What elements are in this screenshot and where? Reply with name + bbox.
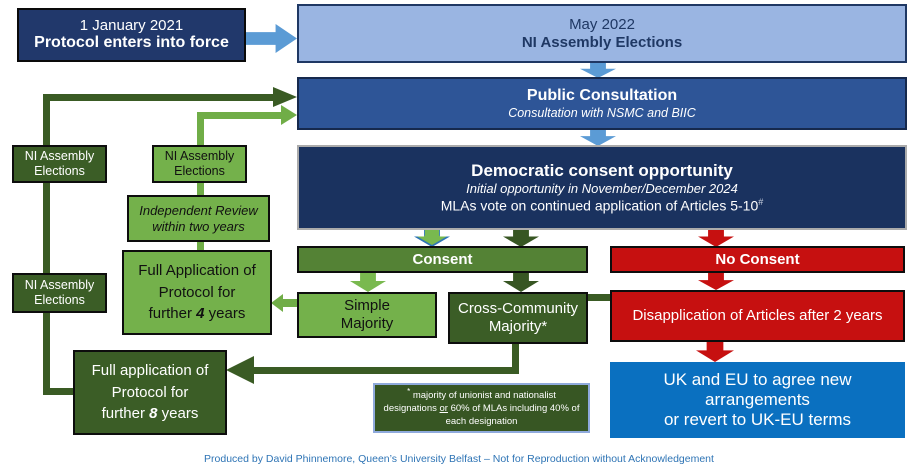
- uk-eu-line1: UK and EU to agree new arrangements: [663, 369, 852, 409]
- ni-assembly-elections-box-light: NI Assembly Elections: [152, 145, 247, 183]
- democratic-consent-subtitle: Initial opportunity in November/December…: [466, 181, 738, 197]
- full-application-4-years-box: Full Application of Protocol for further…: [122, 250, 272, 335]
- ni-assembly-elections-box-2: NI Assembly Elections: [12, 273, 107, 313]
- full-application-8-years-box: Full application of Protocol for further…: [73, 350, 227, 435]
- full-app-8-line3: further 8 years: [102, 403, 199, 425]
- public-consultation-title: Public Consultation: [526, 86, 678, 104]
- full-app-8-post: years: [157, 405, 199, 423]
- attribution-caption: Produced by David Phinnemore, Queen’s Un…: [204, 453, 714, 465]
- nia2-line1: NI Assembly: [24, 278, 95, 293]
- may-2022-date: May 2022: [569, 15, 635, 33]
- consent-label: Consent: [412, 250, 473, 268]
- full-app-4-line1: Full Application of: [138, 261, 256, 279]
- footnote-pre: majority of unionist and nationalist des…: [383, 390, 556, 415]
- full-app-8-pre: further: [101, 405, 150, 423]
- democratic-consent-detail: MLAs vote on continued application of Ar…: [441, 197, 764, 214]
- arrow-may-to-consultation-icon: [580, 62, 616, 78]
- full-app-4-post: years: [204, 305, 246, 323]
- protocol-force-label: Protocol enters into force: [34, 34, 229, 52]
- disapplication-label: Disapplication of Articles after 2 years: [632, 307, 883, 325]
- cross-community-line1: Cross-Community: [457, 300, 578, 318]
- majority-definition-footnote: * majority of unionist and nationalist d…: [373, 383, 590, 433]
- arrow-consent-to-cross-community-icon: [503, 273, 539, 292]
- footnote-post: 60% of MLAs including 40% of each design…: [445, 403, 580, 427]
- may-2022-label: NI Assembly Elections: [521, 33, 683, 51]
- full-app-8-years-number: 8: [149, 405, 158, 423]
- no-consent-box: No Consent: [610, 246, 905, 273]
- arrow-opportunity-to-consent-light-icon: [414, 229, 450, 247]
- democratic-consent-detail-text: MLAs vote on continued application of Ar…: [440, 197, 759, 214]
- nia1-line1: NI Assembly: [24, 149, 95, 164]
- connector-8years-left-stub: [43, 388, 75, 395]
- democratic-consent-title: Democratic consent opportunity: [471, 161, 733, 181]
- arrowhead-into-8years-icon: [226, 356, 254, 384]
- full-app-4-years-number: 4: [196, 305, 205, 323]
- arrowhead-into-consultation-dark-icon: [273, 87, 297, 107]
- full-app-8-line2: Protocol for: [111, 383, 189, 401]
- nia-light-line1: NI Assembly: [164, 149, 235, 164]
- protocol-enters-force-box: 1 January 2021 Protocol enters into forc…: [17, 8, 246, 62]
- footnote-asterisk: *: [407, 387, 411, 397]
- independent-review-line2: within two years: [152, 218, 245, 234]
- full-app-8-line1: Full application of: [91, 361, 209, 379]
- democratic-consent-opportunity-box: Democratic consent opportunity Initial o…: [297, 145, 907, 230]
- arrow-protocol-to-may-icon: [246, 24, 297, 53]
- arrow-opportunity-to-no-consent-icon: [698, 229, 734, 247]
- simple-majority-line2: Majority: [340, 315, 394, 332]
- full-app-4-line2: Protocol for: [158, 283, 236, 301]
- public-consultation-subtitle: Consultation with NSMC and BIIC: [508, 105, 696, 120]
- independent-review-box: Independent Review within two years: [127, 195, 270, 242]
- simple-majority-box: Simple Majority: [297, 292, 437, 338]
- footnote-text: * majority of unionist and nationalist d…: [383, 387, 580, 429]
- simple-majority-line1: Simple: [344, 297, 390, 315]
- arrow-consent-to-simple-majority-icon: [350, 273, 386, 292]
- arrow-opportunity-to-consent-dark-icon: [503, 229, 539, 247]
- arrowhead-into-consultation-light-icon: [281, 105, 297, 125]
- full-app-4-pre: further: [148, 305, 197, 323]
- may-2022-elections-box: May 2022 NI Assembly Elections: [297, 4, 907, 63]
- nia-light-line2: Elections: [174, 164, 225, 178]
- independent-review-line1: Independent Review: [139, 203, 258, 219]
- arrow-disapplication-to-ukeu-icon: [696, 342, 734, 362]
- protocol-force-date: 1 January 2021: [79, 16, 184, 34]
- connector-4years-to-consultation-horizontal: [197, 112, 281, 119]
- nia2-line2: Elections: [34, 293, 85, 307]
- full-app-4-line3: further 4 years: [149, 303, 246, 325]
- public-consultation-box: Public Consultation Consultation with NS…: [297, 77, 907, 130]
- connector-cross-community-down: [512, 344, 519, 374]
- cross-community-majority-box: Cross-Community Majority*: [448, 292, 588, 344]
- connector-cross-community-to-disapplication: [586, 294, 612, 301]
- arrow-no-consent-to-disapplication-icon: [698, 273, 734, 290]
- arrowhead-into-4years-icon: [271, 294, 283, 312]
- disapplication-box: Disapplication of Articles after 2 years: [610, 290, 905, 342]
- uk-eu-line2: or revert to UK-EU terms: [663, 410, 852, 430]
- connector-cross-community-to-8years: [253, 367, 519, 374]
- nia1-line2: Elections: [34, 164, 85, 178]
- connector-8years-to-consultation-horizontal: [43, 94, 273, 101]
- uk-eu-arrangements-box: UK and EU to agree new arrangements or r…: [610, 362, 905, 438]
- arrow-consultation-to-consent-opportunity-icon: [580, 129, 616, 146]
- footnote-or: or: [439, 403, 448, 415]
- connector-simple-to-4years: [283, 299, 297, 307]
- cross-community-line2: Majority*: [488, 318, 548, 335]
- ni-assembly-elections-box-1: NI Assembly Elections: [12, 145, 107, 183]
- connector-8years-to-consultation-vertical: [43, 94, 50, 395]
- consent-box: Consent: [297, 246, 588, 273]
- no-consent-label: No Consent: [715, 250, 800, 268]
- democratic-consent-footnote-mark: #: [758, 196, 764, 207]
